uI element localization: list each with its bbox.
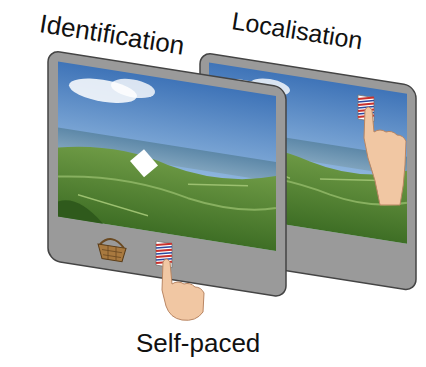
panel-label: Localisation xyxy=(230,8,364,53)
pointing-hand xyxy=(162,259,204,320)
mode-label: Self-paced xyxy=(136,330,260,356)
pointing-hand xyxy=(364,107,406,205)
